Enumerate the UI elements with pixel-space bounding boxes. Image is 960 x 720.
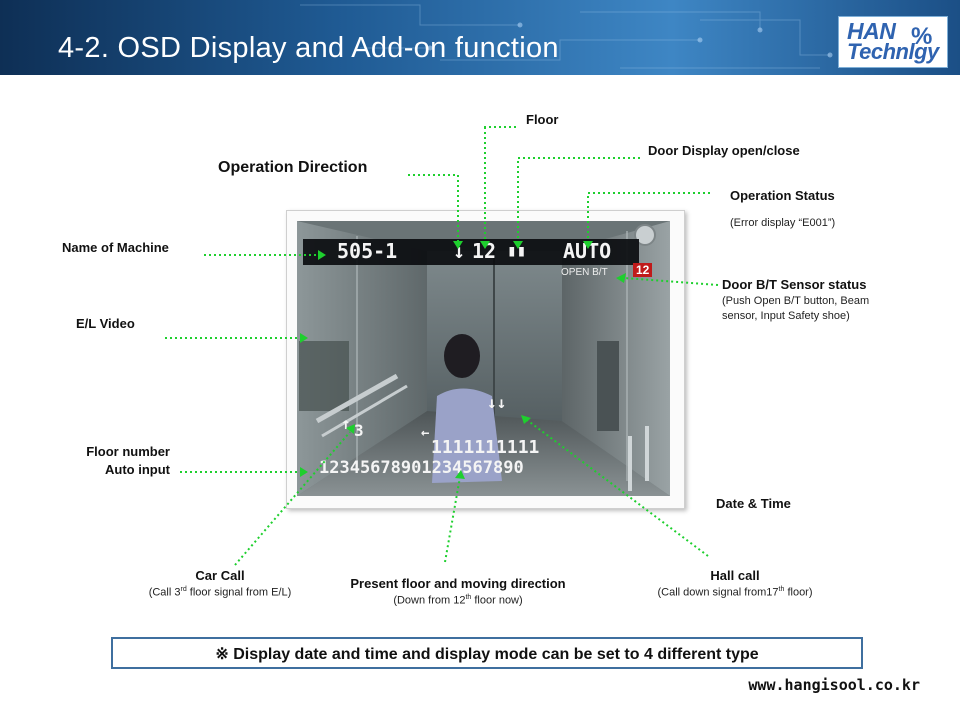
label-present-floor-sub: (Down from 12th floor now)	[393, 594, 523, 607]
elevator-video: 505-1 ↓ 12 ▮▮ AUTO OPEN B/T 12 ↑ 3 ↓↓ ← …	[297, 221, 670, 496]
osd-open-bt: OPEN B/T	[561, 267, 608, 278]
label-floor: Floor	[526, 112, 559, 127]
label-hall-call-sub: (Call down signal from17th floor)	[657, 586, 813, 599]
circuit-pattern-decoration	[300, 4, 833, 69]
logo-percent-mark: %	[911, 23, 933, 50]
osd-machine-name: 505-1	[337, 239, 398, 263]
website-url: www.hangisool.co.kr	[748, 676, 920, 694]
label-hall-call: Hall call	[710, 568, 760, 583]
osd-car-call-floor: 3	[354, 421, 364, 440]
osd-present-arrow: ←	[421, 425, 430, 441]
osd-hall-call-arrows: ↓↓	[487, 393, 507, 412]
slide-header: 4-2. OSD Display and Add-on function HAN…	[0, 0, 960, 75]
osd-operation-status: AUTO	[563, 239, 612, 263]
floor-indicator-led: 12	[633, 263, 653, 277]
osd-floor-digits-bottom: 12345678901234567890	[319, 458, 524, 478]
osd-car-call-arrow: ↑	[341, 414, 351, 433]
label-el-video: E/L Video	[76, 316, 135, 331]
osd-direction-arrow: ↓	[453, 239, 466, 263]
label-car-call: Car Call	[195, 568, 245, 583]
label-operation-status: Operation Status	[730, 188, 835, 203]
company-logo: HAN % Technlgy	[838, 16, 948, 68]
label-door-bt-sensor-sub1: (Push Open B/T button, Beam	[722, 295, 870, 307]
label-operation-direction: Operation Direction	[218, 159, 368, 176]
label-floor-number-1: Floor number	[86, 444, 170, 459]
label-door-bt-sensor-sub2: sensor, Input Safety shoe)	[722, 310, 850, 322]
label-operation-status-sub: (Error display “E001”)	[730, 217, 836, 229]
note-box: ※ Display date and time and display mode…	[111, 637, 863, 669]
label-present-floor: Present floor and moving direction	[350, 576, 566, 591]
note-text: ※ Display date and time and display mode…	[215, 646, 759, 663]
label-date-time: Date & Time	[716, 496, 791, 511]
osd-floor-digits-top: 1111111111	[431, 437, 540, 458]
logo-text-bottom: Technlgy	[847, 39, 939, 64]
label-floor-number-2: Auto input	[105, 462, 170, 477]
logo-text-top: HAN	[847, 18, 896, 44]
osd-door-display-icon: ▮▮	[507, 241, 527, 260]
slide-title: 4-2. OSD Display and Add-on function	[58, 32, 559, 64]
osd-floor: 12	[472, 239, 497, 263]
label-name-of-machine: Name of Machine	[62, 240, 169, 255]
video-frame: 505-1 ↓ 12 ▮▮ AUTO OPEN B/T 12 ↑ 3 ↓↓ ← …	[286, 210, 685, 509]
label-car-call-sub: (Call 3rd floor signal from E/L)	[148, 586, 292, 599]
label-door-bt-sensor: Door B/T Sensor status	[722, 277, 867, 292]
label-door-display: Door Display open/close	[648, 143, 800, 158]
